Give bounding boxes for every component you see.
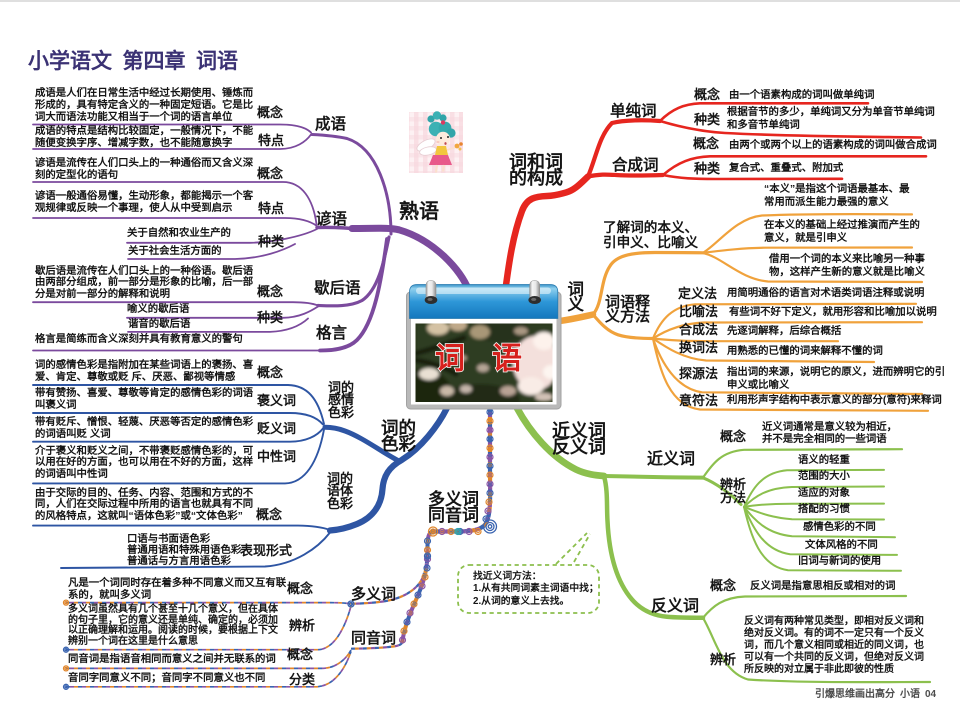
svg-text:语: 语 xyxy=(492,343,522,376)
svg-text:词: 词 xyxy=(435,343,465,376)
